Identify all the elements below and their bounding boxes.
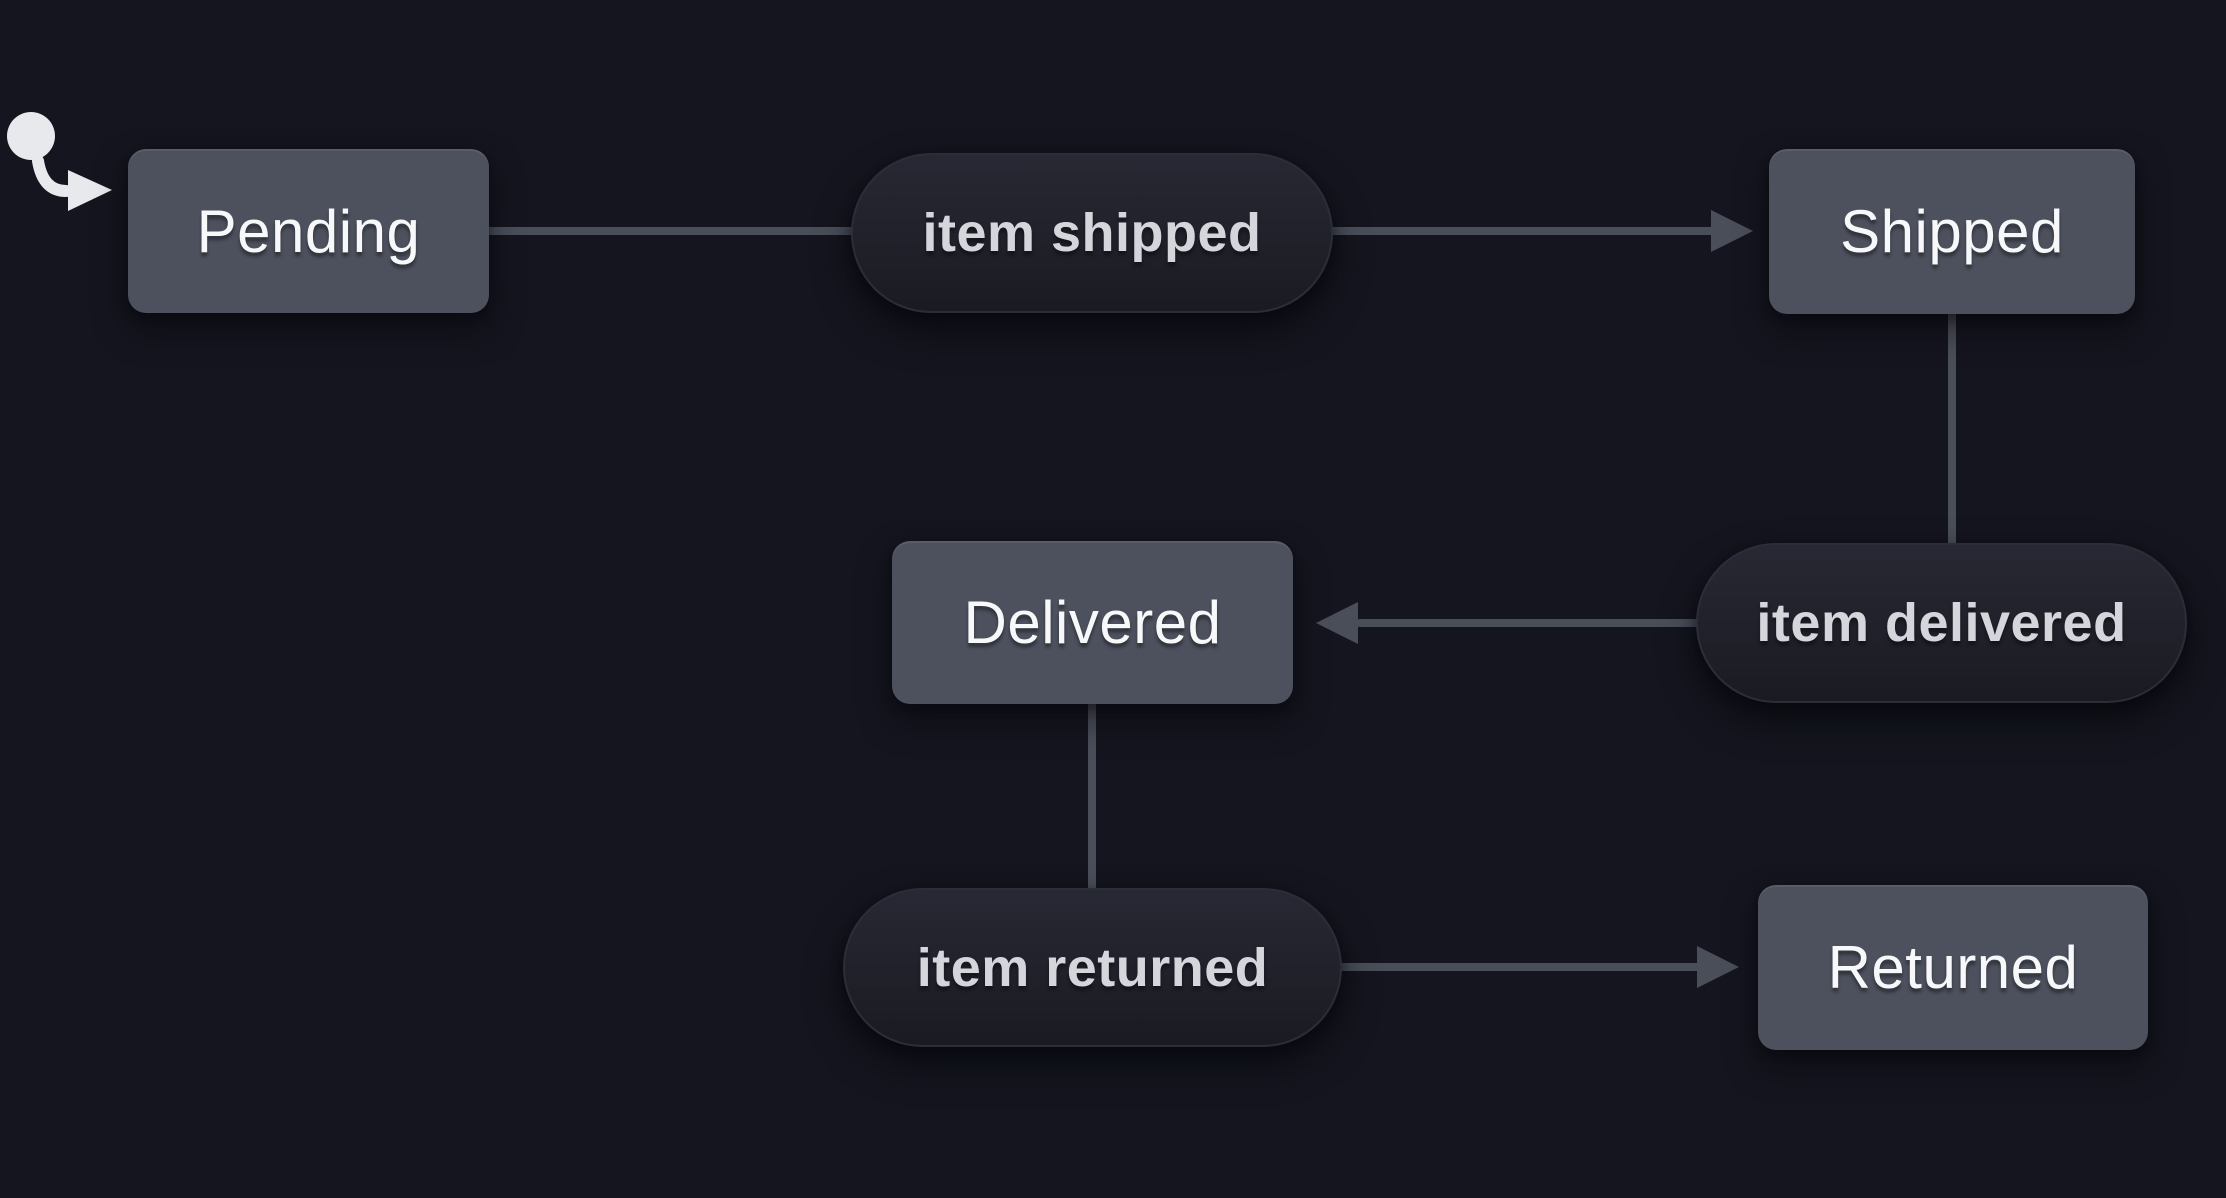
state-label-returned: Returned xyxy=(1827,934,2079,1001)
state-label-pending: Pending xyxy=(196,197,421,265)
initial-state-curve-icon xyxy=(32,155,72,197)
edge-itemdelivered-delivered-arrowhead-icon xyxy=(1316,602,1358,644)
event-node-item-returned[interactable]: item returned xyxy=(843,888,1342,1047)
event-label-item-delivered: item delivered xyxy=(1756,593,2127,653)
event-label-item-returned: item returned xyxy=(916,937,1269,998)
event-node-item-shipped[interactable]: item shipped xyxy=(851,153,1333,313)
state-node-delivered[interactable]: Delivered xyxy=(892,541,1293,704)
state-label-shipped: Shipped xyxy=(1840,198,2064,265)
event-label-item-shipped: item shipped xyxy=(922,203,1262,263)
event-node-item-delivered[interactable]: item delivered xyxy=(1696,543,2187,703)
state-node-pending[interactable]: Pending xyxy=(128,149,489,313)
state-label-delivered: Delivered xyxy=(963,589,1222,656)
initial-state-dot-icon xyxy=(7,112,55,160)
initial-state-marker[interactable] xyxy=(7,112,112,211)
state-node-returned[interactable]: Returned xyxy=(1758,885,2148,1050)
initial-state-arrowhead-icon xyxy=(68,170,112,211)
edge-itemreturned-returned-arrowhead-icon xyxy=(1697,946,1739,988)
state-node-shipped[interactable]: Shipped xyxy=(1769,149,2135,314)
edge-pending-shipped-arrowhead-icon xyxy=(1711,210,1753,252)
